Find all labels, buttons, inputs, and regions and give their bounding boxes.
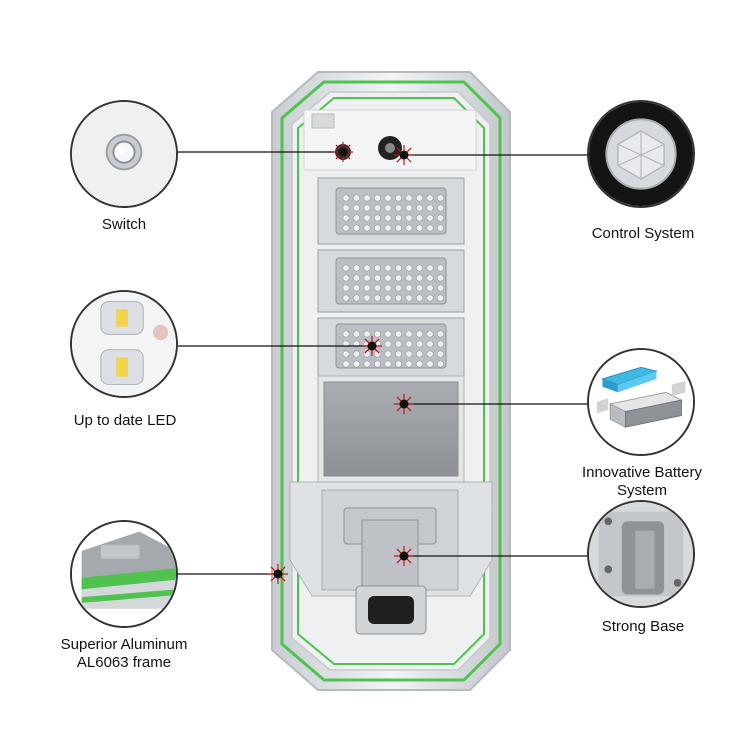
control-system-callout-circle xyxy=(587,100,695,208)
switch-button-icon xyxy=(72,102,176,206)
marker-5 xyxy=(268,564,288,584)
label-switch: Switch xyxy=(101,216,147,233)
label-base: Strong Base xyxy=(601,618,685,635)
led-chip-icon xyxy=(72,292,176,396)
mount-bracket-icon xyxy=(589,502,693,606)
label-frame: Superior Aluminum AL6063 frame xyxy=(60,636,188,671)
marker-group xyxy=(268,142,414,584)
base-callout-circle xyxy=(587,500,695,608)
frame-corner-icon xyxy=(72,522,176,626)
marker-2 xyxy=(394,145,414,165)
led-dot-grid xyxy=(342,194,444,368)
pir-sensor-icon xyxy=(589,102,693,206)
frame-callout-circle xyxy=(70,520,178,628)
marker-1 xyxy=(333,142,353,162)
battery-pack-icon xyxy=(589,350,693,454)
battery-callout-circle xyxy=(587,348,695,456)
led-callout-circle xyxy=(70,290,178,398)
marker-3 xyxy=(362,336,382,356)
mount-base xyxy=(289,481,493,635)
label-battery: Innovative Battery System xyxy=(581,464,703,499)
label-led: Up to date LED xyxy=(73,412,177,429)
battery-compartment xyxy=(317,375,465,483)
marker-4 xyxy=(394,394,414,414)
label-control-system: Control System xyxy=(591,225,695,242)
marker-6 xyxy=(394,546,414,566)
switch-callout-circle xyxy=(70,100,178,208)
leader-lines xyxy=(178,151,588,575)
